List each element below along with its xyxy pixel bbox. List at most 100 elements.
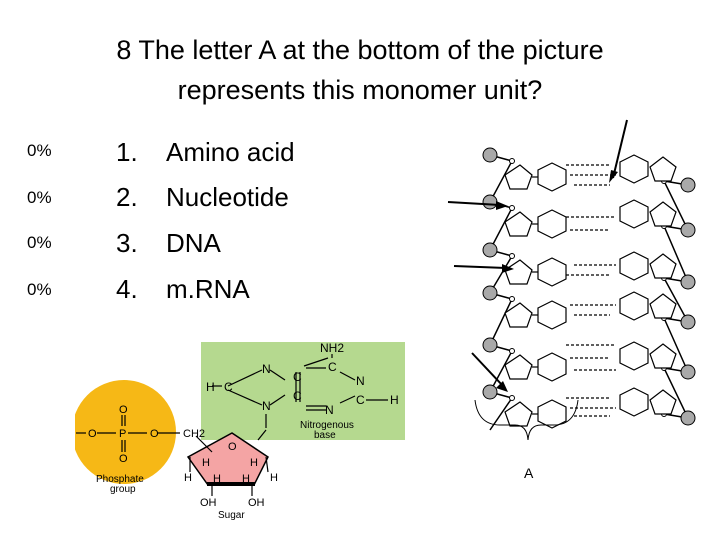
sugar-ring <box>649 389 677 415</box>
arrow-left-1 <box>447 201 501 206</box>
atom-o-bottom: O <box>119 453 128 465</box>
base-ring-bonds <box>212 354 388 441</box>
title-line-1: 8 The letter A at the bottom of the pict… <box>116 35 604 65</box>
atom-h-1: H <box>202 457 210 469</box>
oxygen-node <box>509 253 515 259</box>
atom-o-left: O <box>88 428 97 440</box>
oxygen-node <box>509 205 515 211</box>
sugar-ring <box>649 201 677 227</box>
phosphate-node <box>482 194 498 210</box>
dna-right-backbone <box>619 154 696 426</box>
arrow-left-3-head <box>496 381 508 392</box>
base-ring <box>619 341 649 371</box>
atom-n-right-bottom: N <box>325 403 334 417</box>
sugar-label: Sugar <box>218 510 245 521</box>
base-ring <box>537 257 567 287</box>
question-title: 8 The letter A at the bottom of the pict… <box>40 30 680 110</box>
answer-3-number: 3. <box>116 228 138 258</box>
base-ring <box>537 209 567 239</box>
base-ring <box>537 352 567 382</box>
arrow-left-2 <box>453 265 507 269</box>
base-label-line-1: Nitrogenous <box>300 420 354 431</box>
arrow-left-2-head <box>502 264 514 273</box>
bracket-brace <box>474 399 579 441</box>
sugar-ring <box>649 253 677 279</box>
answer-1-text[interactable]: Amino acid <box>166 137 295 167</box>
base-label-line-2: base <box>314 430 336 441</box>
sugar-ring <box>649 156 677 182</box>
phosphate-bonds <box>76 415 213 453</box>
atom-p: P <box>119 428 126 440</box>
base-ring <box>619 251 649 281</box>
dna-ladder-diagram: A <box>447 119 696 481</box>
sugar-ring <box>649 293 677 319</box>
arrow-top <box>612 119 628 179</box>
atom-n-lower: N <box>262 399 271 413</box>
atom-nh2: NH2 <box>320 341 344 355</box>
atom-o-ring: O <box>228 441 237 453</box>
atom-n-right: N <box>356 374 365 388</box>
atom-o-top: O <box>119 404 128 416</box>
phosphate-label-line-1: Phosphate <box>96 474 144 485</box>
base-atom-labels: NH2 H C N N C C C N N C H <box>206 341 399 417</box>
base-ring <box>619 291 649 321</box>
phosphate-group-circle <box>75 380 176 484</box>
sugar-atoms: O H H H H H H OH OH <box>184 441 278 509</box>
phosphate-node <box>680 177 696 193</box>
sugar-ring <box>504 211 533 237</box>
answer-4-number: 4. <box>116 274 138 304</box>
atom-ch2: CH2 <box>183 428 205 440</box>
phosphate-node <box>482 384 498 400</box>
phosphate-node <box>482 337 498 353</box>
answer-2-text[interactable]: Nucleotide <box>166 182 289 212</box>
atom-c-right-top: C <box>328 360 337 374</box>
right-backbone-line <box>662 180 690 419</box>
dna-base-pairs <box>566 164 616 417</box>
sugar-ring <box>504 259 533 285</box>
phosphate-node <box>482 285 498 301</box>
sugar-ring <box>504 302 533 328</box>
sugar-ring <box>504 354 533 380</box>
atom-c-left: C <box>224 380 233 394</box>
title-line-2: represents this monomer unit? <box>177 75 543 105</box>
atom-h-6: H <box>242 473 250 485</box>
phosphate-node <box>680 314 696 330</box>
phosphate-node <box>482 242 498 258</box>
bracket-label: A <box>524 465 534 481</box>
arrow-top-head <box>609 170 618 183</box>
arrow-left-1-head <box>496 201 508 210</box>
atom-h-3: H <box>184 472 192 484</box>
phosphate-node <box>482 147 498 163</box>
oxygen-node <box>509 395 515 401</box>
answer-3-text[interactable]: DNA <box>166 228 221 258</box>
oxygen-node <box>509 348 515 354</box>
phosphate-label-line-2: group <box>110 484 136 495</box>
atom-oh-left: OH <box>200 497 217 509</box>
sugar-ring <box>504 164 533 190</box>
base-ring <box>619 199 649 229</box>
atom-h-right: H <box>390 393 399 407</box>
phosphate-node <box>680 364 696 380</box>
base-ring <box>537 300 567 330</box>
base-ring <box>619 387 649 417</box>
base-ring <box>537 399 567 429</box>
answer-4-percent: 0% <box>27 280 52 299</box>
phosphate-atoms: O O P O O CH2 <box>88 404 205 465</box>
answer-1-number: 1. <box>116 137 138 167</box>
atom-o-right: O <box>150 428 159 440</box>
atom-c-mid-bottom: C <box>293 389 302 403</box>
answer-4-text[interactable]: m.RNA <box>166 274 250 304</box>
sugar-bonds <box>189 456 269 496</box>
atom-c-right: C <box>356 393 365 407</box>
nitrogenous-base-background <box>201 342 405 440</box>
answer-2-percent: 0% <box>27 188 52 207</box>
atom-oh-right: OH <box>248 497 265 509</box>
arrow-left-3 <box>471 352 504 387</box>
atom-h-4: H <box>270 472 278 484</box>
base-ring <box>537 162 567 192</box>
base-ring <box>619 154 649 184</box>
atom-n-upper: N <box>262 362 271 376</box>
phosphate-node <box>680 410 696 426</box>
phosphate-node <box>680 274 696 290</box>
answer-2-number: 2. <box>116 182 138 212</box>
